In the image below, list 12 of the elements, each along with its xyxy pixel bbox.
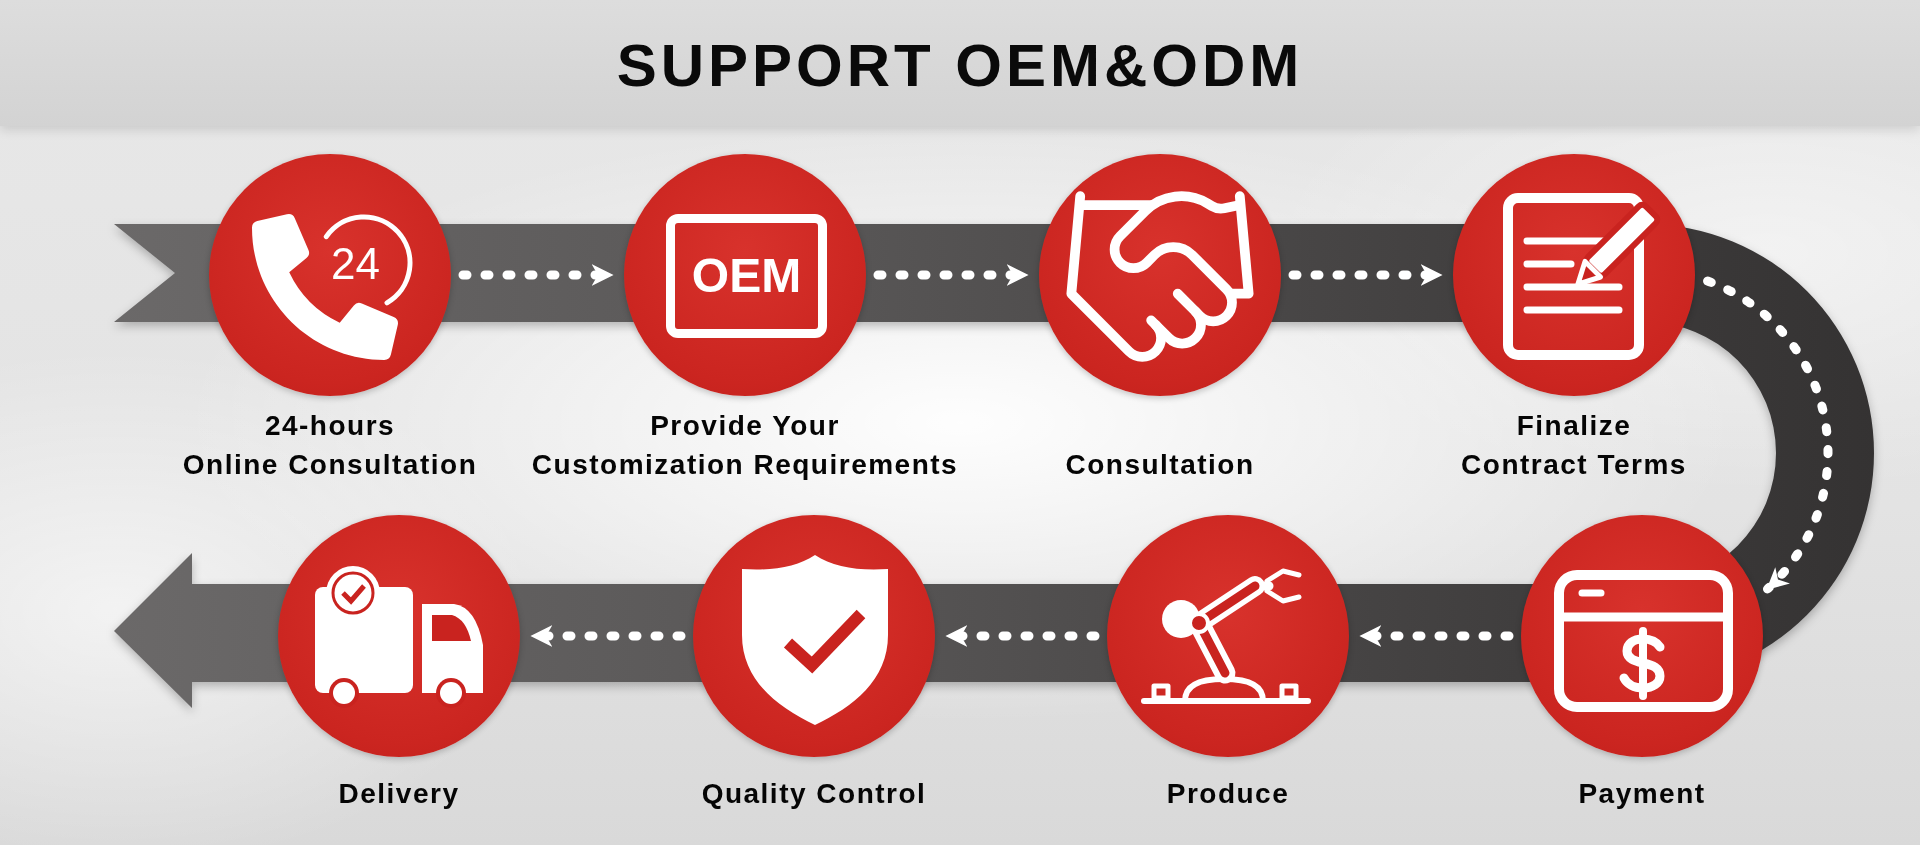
step-label: Consultation: [1065, 448, 1255, 482]
title-text: SUPPORT OEM&ODM: [616, 36, 1304, 96]
dotted-arrow: [1703, 276, 1833, 594]
clock-number: 24: [331, 242, 380, 286]
step-label: Finalize Contract Terms: [1461, 409, 1687, 482]
step-label: Provide Your Customization Requirements: [531, 409, 959, 482]
step-label: Payment: [1578, 777, 1706, 811]
step-label: Delivery: [338, 777, 460, 811]
step-label: Quality Control: [701, 777, 927, 811]
step-label: Produce: [1166, 777, 1290, 811]
step-label: 24-hours Online Consultation: [182, 409, 478, 482]
sign-label: OEM: [666, 214, 827, 338]
